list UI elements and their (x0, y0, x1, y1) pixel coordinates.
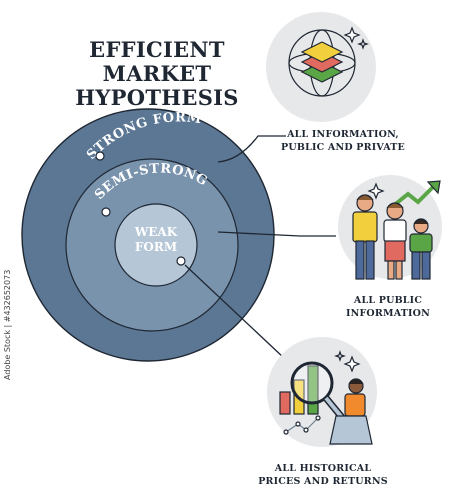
title-line-1: EFFICIENT MARKET (89, 37, 225, 86)
caption-weak-line-1: ALL HISTORICAL (274, 463, 372, 474)
caption-semi-line-1: ALL PUBLIC (353, 295, 423, 306)
connector-line-semi (217, 231, 336, 237)
ring-label-weak-1: WEAK (134, 225, 178, 239)
ring-label-weak-2: FORM (135, 240, 177, 254)
connector-dot-semi (101, 207, 111, 217)
connector-line-strong (217, 135, 286, 163)
caption-semi-line-2: INFORMATION (345, 308, 431, 319)
caption-strong-line-2: PUBLIC AND PRIVATE (281, 142, 405, 153)
people-rising-arrow-icon (352, 180, 441, 280)
page-title: EFFICIENT MARKET HYPOTHESIS (32, 38, 282, 110)
layered-globe-icon (288, 26, 369, 97)
connector-line-weak (184, 264, 285, 359)
magnifier-chart-icon (279, 350, 373, 445)
connector-dot-strong (95, 151, 105, 161)
caption-strong: ALL INFORMATION, PUBLIC AND PRIVATE (258, 128, 428, 154)
caption-semi: ALL PUBLIC INFORMATION (318, 294, 458, 320)
caption-strong-line-1: ALL INFORMATION, (287, 129, 399, 140)
connector-dot-weak (176, 256, 186, 266)
caption-weak: ALL HISTORICAL PRICES AND RETURNS (248, 462, 398, 488)
caption-weak-line-2: PRICES AND RETURNS (258, 476, 388, 487)
inner-circle-weak (114, 203, 198, 287)
title-line-2: HYPOTHESIS (75, 85, 239, 110)
stock-id: Adobe Stock | #432652073 (3, 269, 12, 380)
